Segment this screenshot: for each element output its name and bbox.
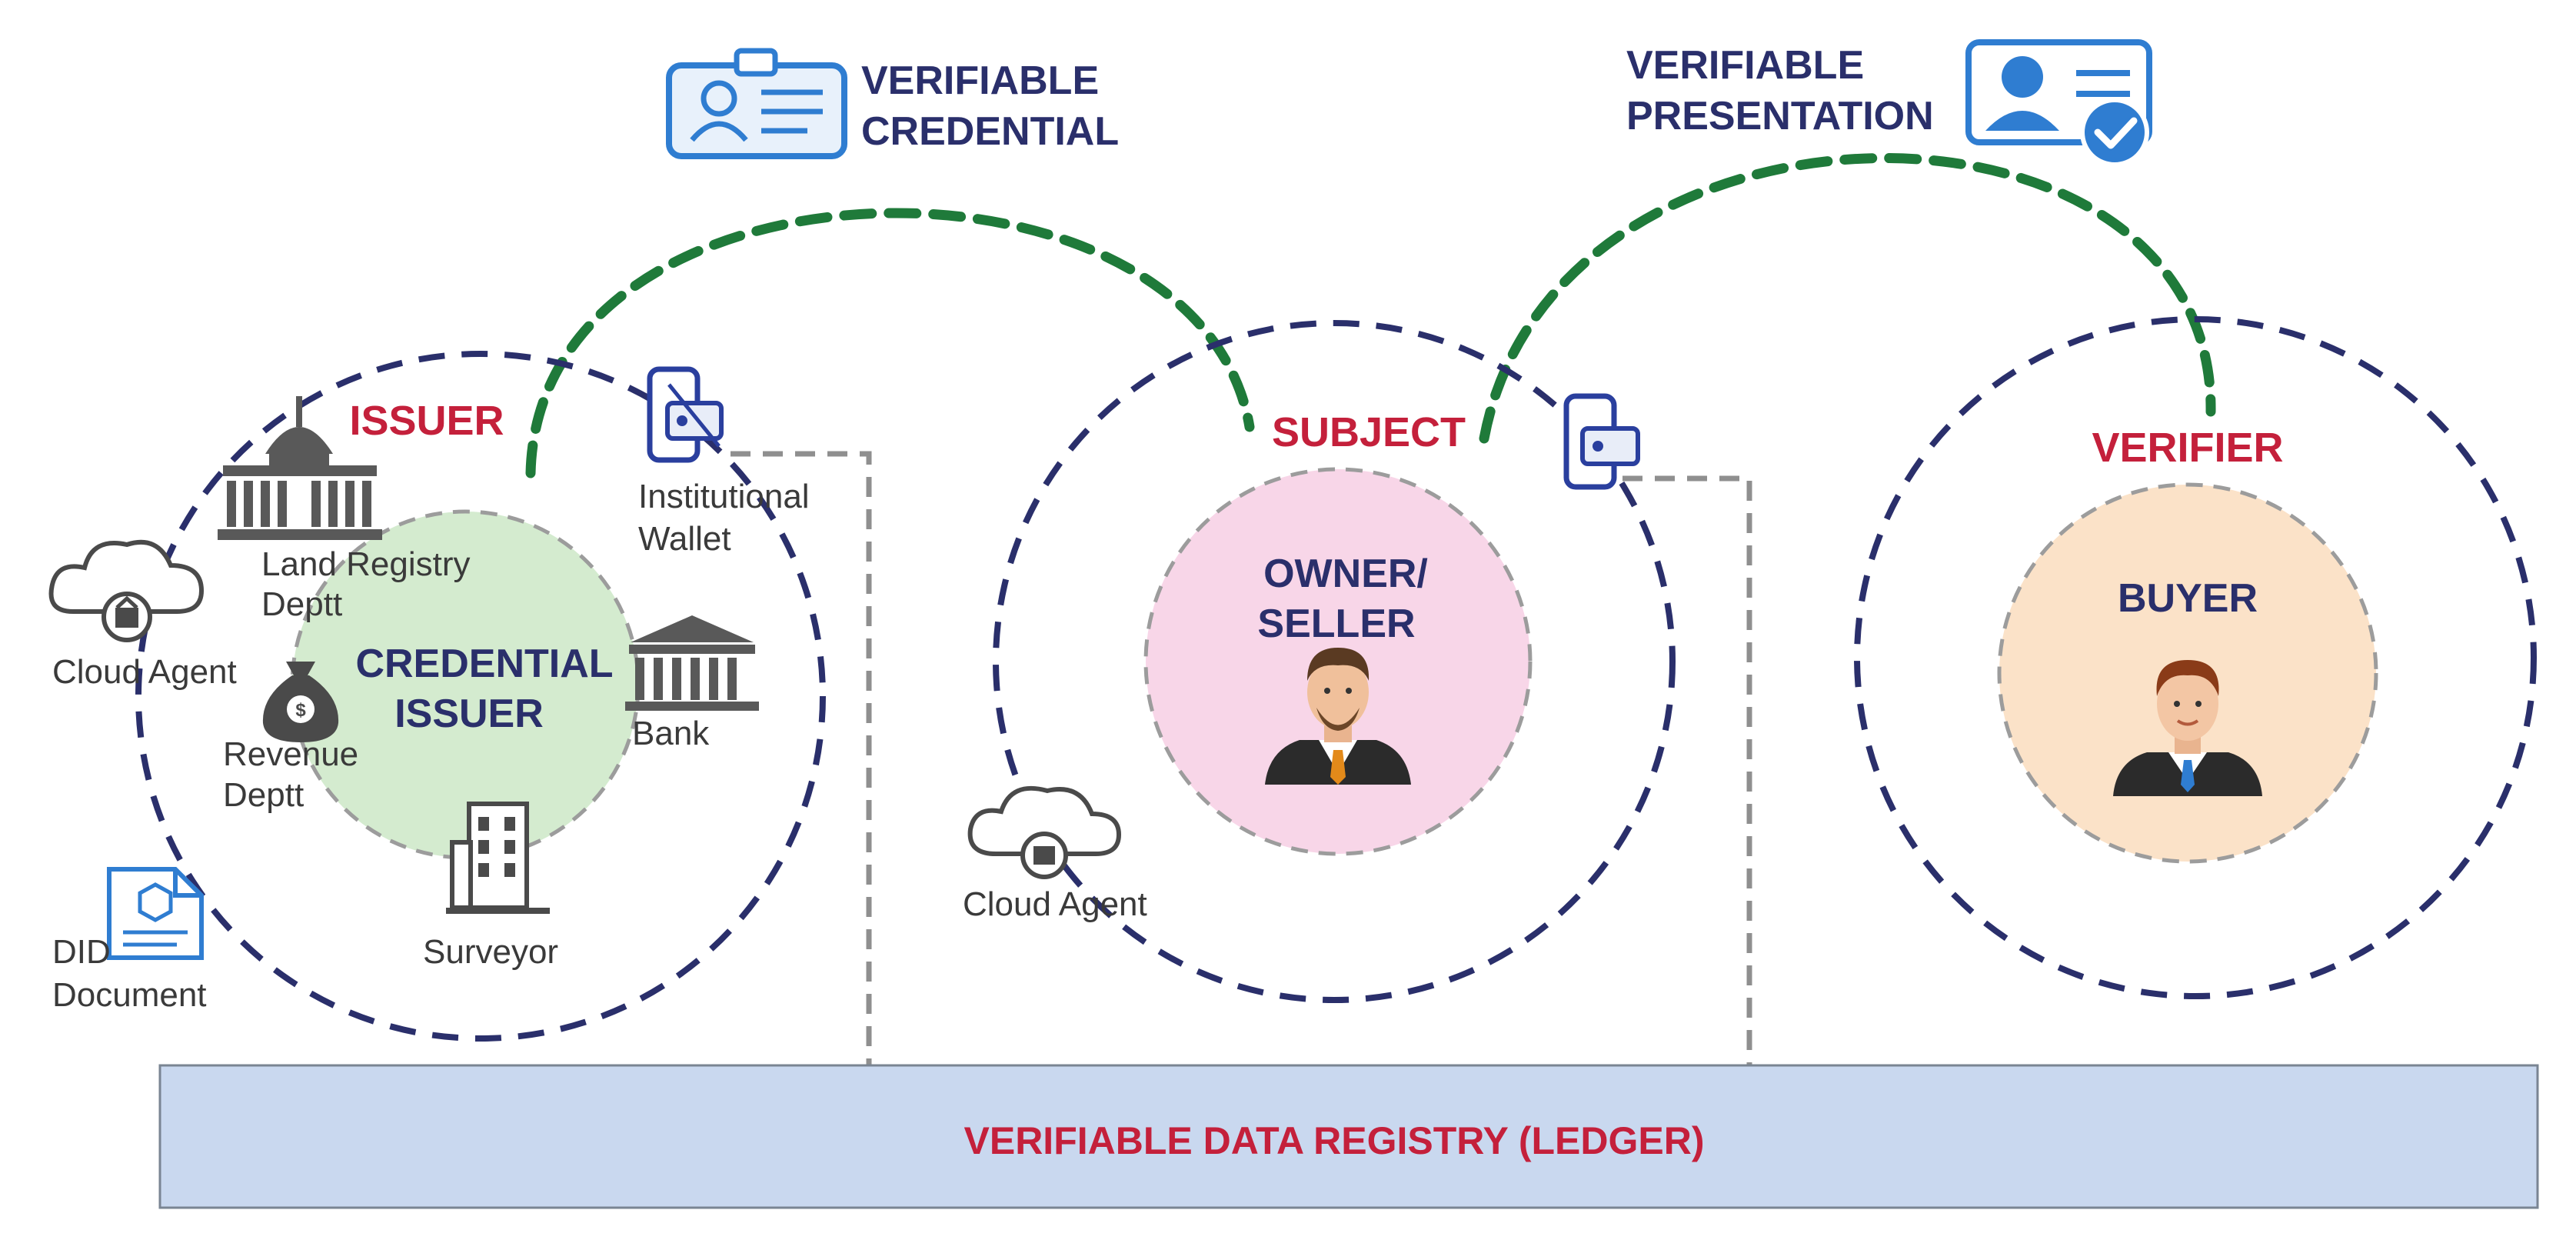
credential-card-icon (666, 48, 847, 159)
svg-text:$: $ (295, 700, 306, 721)
credential-issuer-line1: CREDENTIAL (355, 642, 613, 686)
issuer-role-label: ISSUER (349, 398, 504, 444)
presentation-title-line2: PRESENTATION (1626, 94, 1934, 138)
owner-seller-line1: OWNER/ (1263, 552, 1428, 596)
bank-label: Bank (632, 715, 710, 752)
subject-cloud-agent-label: Cloud Agent (963, 885, 1147, 923)
issuer-wallet-connector (731, 451, 872, 1115)
money-bag-icon: $ (262, 662, 339, 742)
presentation-title-line1: VERIFIABLE (1626, 43, 1864, 88)
cloud-agent-icon (48, 539, 205, 642)
buyer-avatar-icon (2113, 660, 2262, 796)
government-building-icon (218, 396, 382, 540)
verifier-boundary (1854, 316, 2537, 999)
owner-avatar-icon (1265, 648, 1411, 785)
verifier-role-label: VERIFIER (2092, 425, 2283, 471)
presentation-card-icon (1965, 39, 2152, 167)
revenue-label-line1: Revenue (223, 735, 358, 773)
did-label-line2: Document (52, 976, 207, 1014)
buyer-label: BUYER (2118, 576, 2258, 621)
institutional-wallet-label-line2: Wallet (638, 520, 731, 558)
credential-flow-arc (525, 208, 1255, 478)
credential-issuer-line2: ISSUER (394, 692, 544, 736)
subject-wallet-icon (1563, 393, 1640, 490)
office-building-icon (446, 802, 550, 914)
subject-cloud-agent-icon (967, 785, 1122, 879)
land-registry-label-line2: Deptt (261, 585, 342, 623)
issuer-cloud-agent-label: Cloud Agent (52, 653, 237, 691)
revenue-label-line2: Deptt (223, 776, 304, 814)
verifiable-data-registry: VERIFIABLE DATA REGISTRY (LEDGER) (158, 1064, 2539, 1209)
did-document-icon (107, 867, 204, 960)
owner-seller-line2: SELLER (1257, 602, 1415, 646)
credential-title-line1: VERIFIABLE (861, 58, 1099, 103)
institutional-wallet-label-line1: Institutional (638, 478, 810, 515)
credential-title-line2: CREDENTIAL (861, 109, 1119, 154)
presentation-flow-arc (1479, 153, 2216, 444)
bank-icon (625, 615, 759, 711)
subject-boundary (993, 320, 1676, 1003)
land-registry-label-line1: Land Registry (261, 545, 470, 583)
issuer-boundary (135, 351, 826, 1042)
subject-wallet-connector (1622, 475, 1752, 1100)
subject-role-label: SUBJECT (1272, 409, 1466, 455)
did-label-line1: DID (52, 933, 111, 971)
registry-label: VERIFIABLE DATA REGISTRY (LEDGER) (964, 1119, 1705, 1162)
surveyor-label: Surveyor (423, 933, 558, 971)
institutional-wallet-icon (647, 366, 724, 463)
